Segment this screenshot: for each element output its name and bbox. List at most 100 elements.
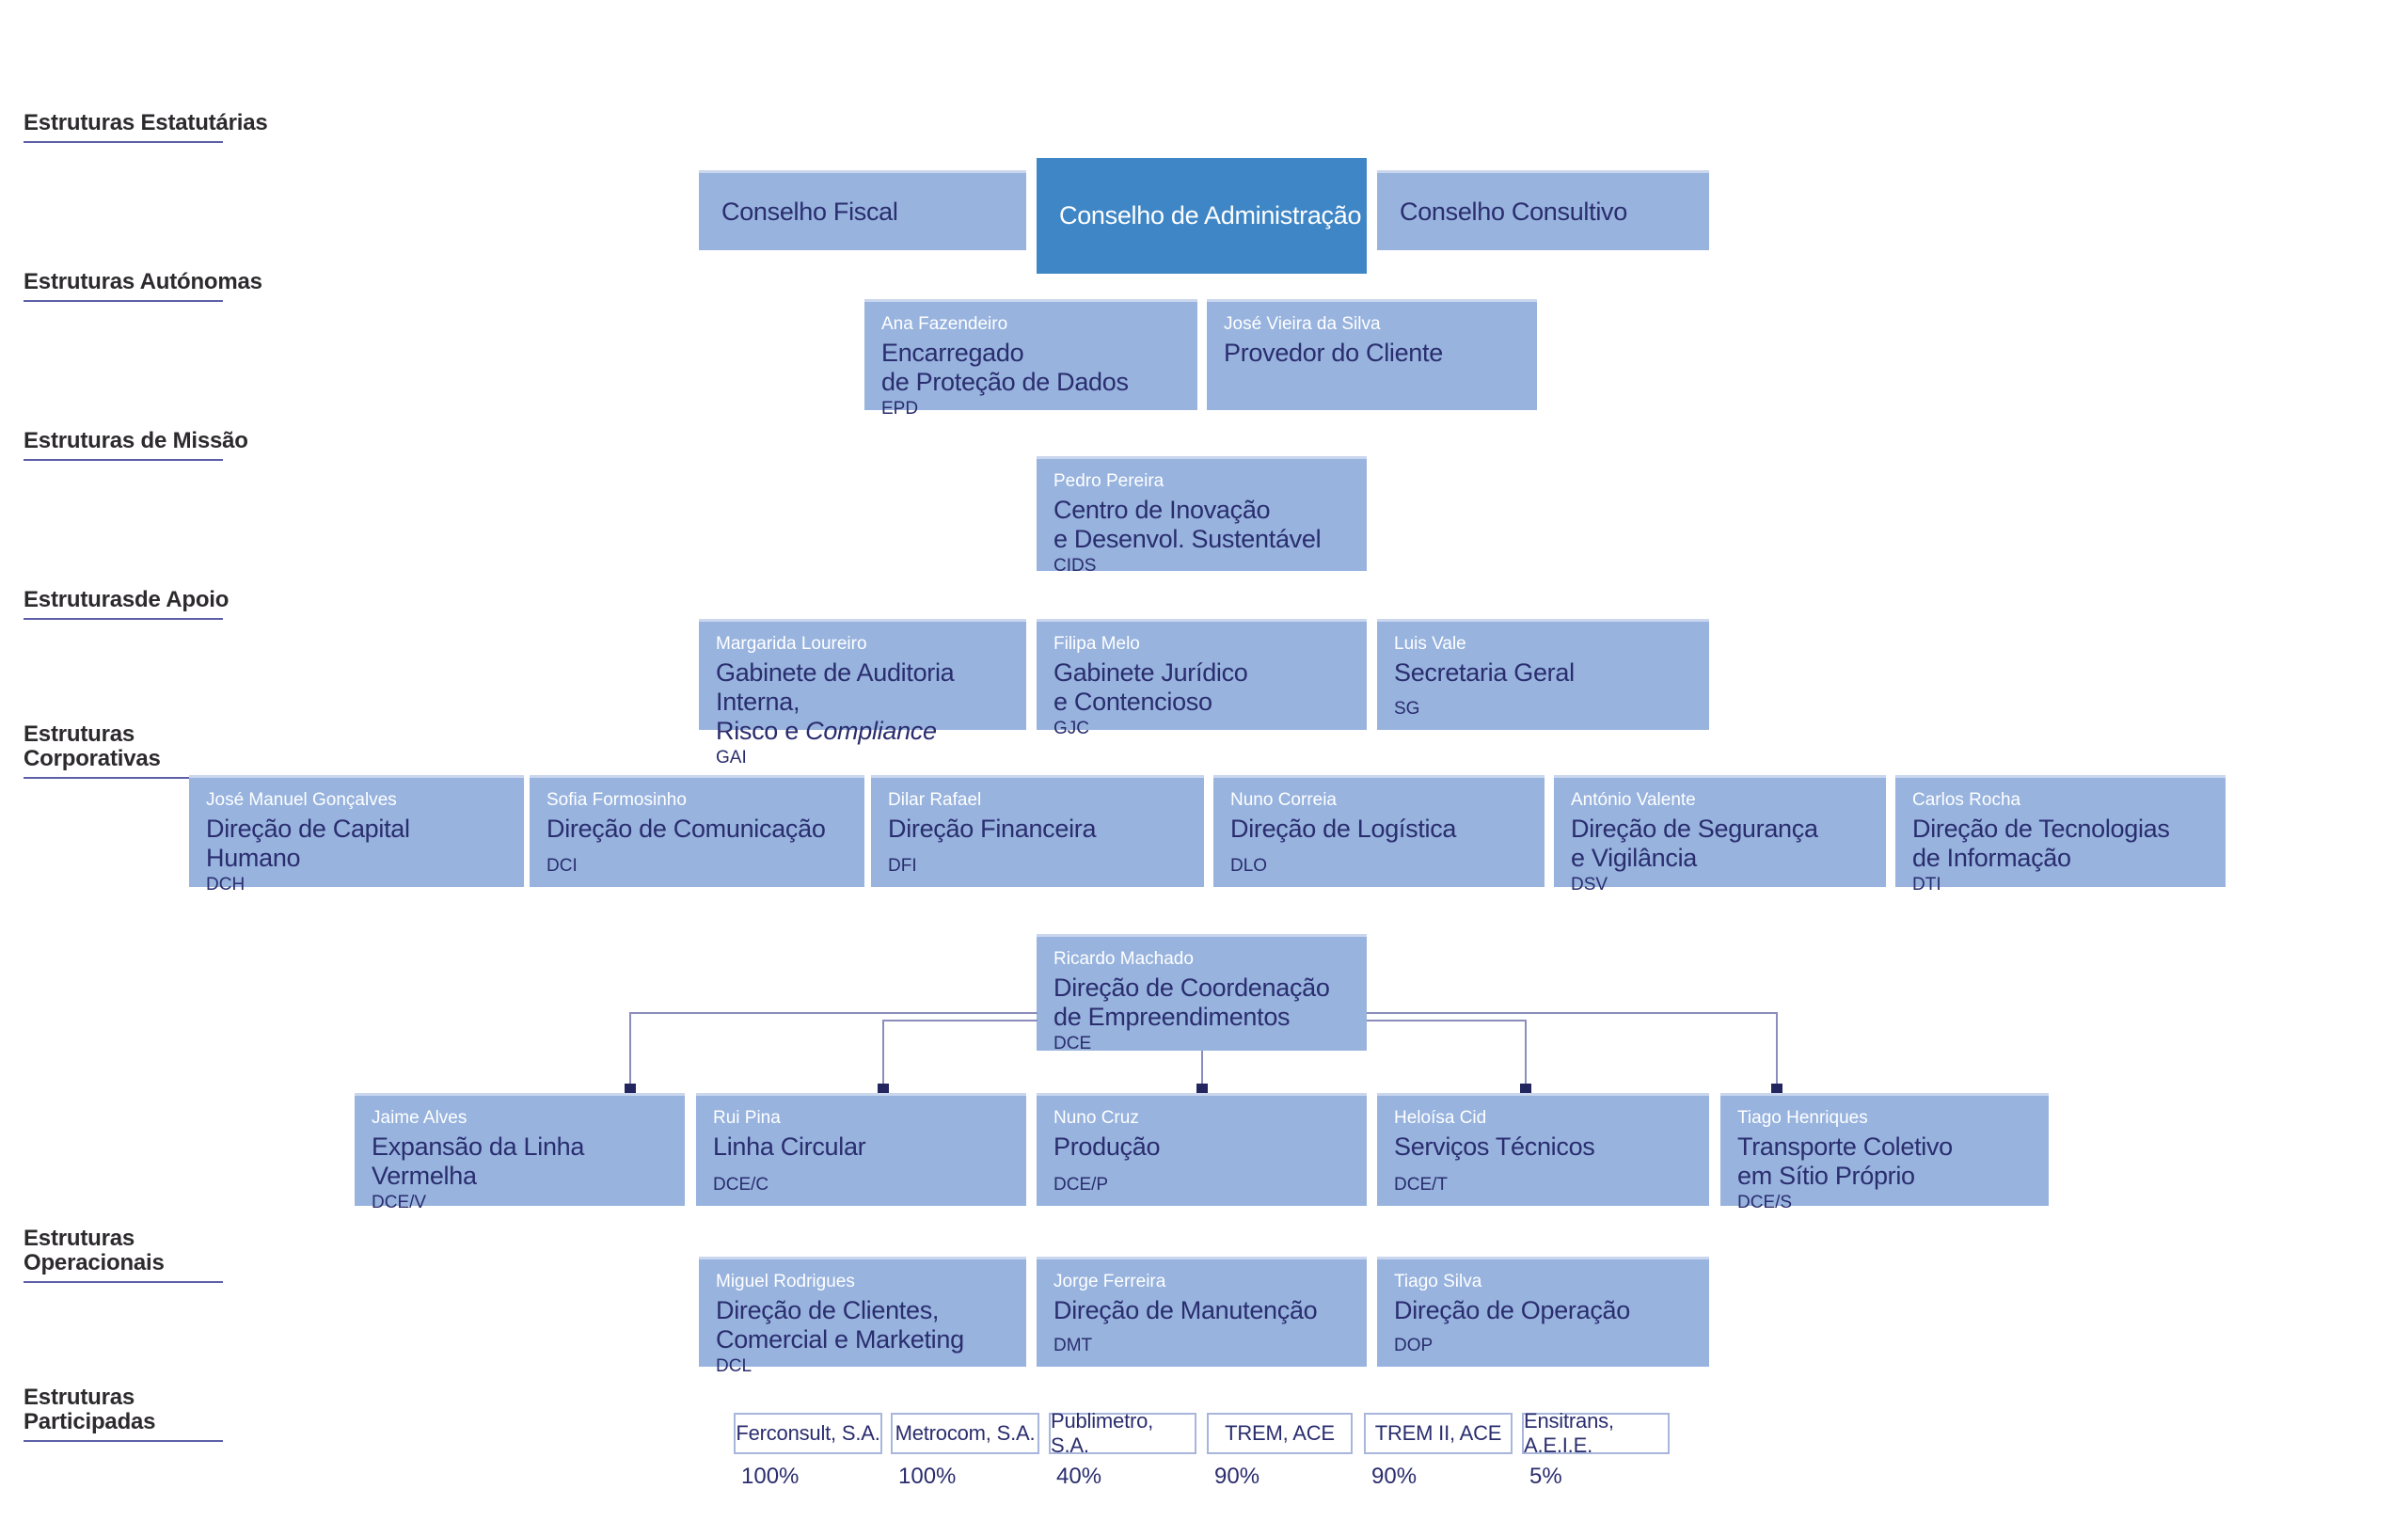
unit-title: Gabinete de Auditoria Interna, Risco e C… <box>716 658 1011 746</box>
section-label-text: Estruturasde Apoio <box>24 587 230 612</box>
connector-marker <box>625 1084 636 1095</box>
box-dch: José Manuel Gonçalves Direção de Capital… <box>189 775 524 895</box>
unit-code: CIDS <box>1054 556 1097 576</box>
box-conselho-administracao: Conselho de Administração <box>1037 158 1367 274</box>
unit-title-text: Gabinete de Auditoria Interna, Risco e <box>716 658 955 745</box>
box-dce-s: Tiago Henriques Transporte Coletivo em S… <box>1720 1093 2049 1212</box>
unit-title: Direção de Segurança e Vigilância <box>1571 815 1818 872</box>
box-gai: Margarida Loureiro Gabinete de Auditoria… <box>699 619 1026 768</box>
section-underline <box>24 618 223 620</box>
unit-title: Direção de Manutenção <box>1054 1296 1318 1324</box>
unit-code: DCE/T <box>1394 1175 1448 1195</box>
unit-title: Direção de Logística <box>1230 815 1457 843</box>
unit-title: Transporte Coletivo em Sítio Próprio <box>1737 1132 1953 1190</box>
section-label-text: Estruturas de Missão <box>24 428 248 453</box>
box-trem: TREM, ACE <box>1207 1413 1353 1454</box>
connector-line <box>1367 1012 1778 1014</box>
section-underline <box>24 1281 223 1283</box>
unit-code: DCL <box>716 1356 752 1376</box>
section-label-mission: Estruturas de Missão <box>24 429 268 461</box>
section-label-support: Estruturasde Apoio <box>24 588 268 620</box>
unit-title: Direção Financeira <box>888 815 1097 843</box>
unit-title: Direção de Clientes, Comercial e Marketi… <box>716 1296 964 1354</box>
share-percentage: 40% <box>1056 1464 1102 1489</box>
unit-title: Direção de Capital Humano <box>206 815 410 872</box>
person-name: Jaime Alves <box>372 1108 467 1128</box>
unit-title: Secretaria Geral <box>1394 658 1575 687</box>
connector-line <box>1201 1051 1203 1093</box>
person-name: Rui Pina <box>713 1108 781 1128</box>
unit-title: Direção de Operação <box>1394 1296 1630 1324</box>
unit-code: GJC <box>1054 719 1089 738</box>
section-label-text: Estruturas Participadas <box>24 1385 156 1434</box>
share-percentage: 100% <box>741 1464 800 1489</box>
section-label-text: Estruturas Autónomas <box>24 269 262 294</box>
person-name: Tiago Henriques <box>1737 1108 1868 1128</box>
company-name: Metrocom, S.A. <box>895 1421 1036 1445</box>
connector-line <box>1525 1020 1527 1093</box>
person-name: António Valente <box>1571 790 1696 810</box>
box-metrocom: Metrocom, S.A. <box>891 1413 1039 1454</box>
box-gjc: Filipa Melo Gabinete Jurídico e Contenci… <box>1037 619 1367 738</box>
box-dce-p: Nuno Cruz Produção DCE/P <box>1037 1093 1367 1206</box>
unit-code: DCI <box>547 856 578 876</box>
share-percentage: 90% <box>1371 1464 1418 1489</box>
section-label-statutory: Estruturas Estatutárias <box>24 111 268 143</box>
box-dce-v: Jaime Alves Expansão da Linha Vermelha D… <box>355 1093 685 1212</box>
connector-marker <box>1771 1084 1782 1095</box>
connector-marker <box>1196 1084 1208 1095</box>
unit-code: GAI <box>716 748 747 768</box>
connector-line <box>629 1012 631 1093</box>
unit-code: EPD <box>881 399 919 419</box>
box-dti: Carlos Rocha Direção de Tecnologias de I… <box>1895 775 2226 895</box>
unit-title: Centro de Inovação e Desenvol. Sustentáv… <box>1054 496 1322 553</box>
unit-code: SG <box>1394 699 1420 719</box>
unit-title: Direção de Coordenação de Empreendimento… <box>1054 974 1330 1031</box>
unit-title: Gabinete Jurídico e Contencioso <box>1054 658 1248 716</box>
box-dfi: Dilar Rafael Direção Financeira DFI <box>871 775 1204 887</box>
box-ensitrans: Ensitrans, A.E.I.E. <box>1522 1409 1670 1457</box>
box-dci: Sofia Formosinho Direção de Comunicação … <box>530 775 864 887</box>
person-name: Ana Fazendeiro <box>881 314 1008 334</box>
section-label-text: Estruturas Corporativas <box>24 721 161 771</box>
connector-line <box>1776 1012 1778 1093</box>
person-name: Nuno Cruz <box>1054 1108 1139 1128</box>
person-name: Luis Vale <box>1394 634 1466 654</box>
section-underline <box>24 777 223 779</box>
company-name: TREM II, ACE <box>1374 1421 1502 1445</box>
unit-title: Conselho Consultivo <box>1400 197 1627 226</box>
section-underline <box>24 459 223 461</box>
unit-code: DCE <box>1054 1034 1092 1053</box>
unit-title: Provedor do Cliente <box>1224 339 1443 367</box>
box-publimetro: Publimetro, S.A. <box>1049 1409 1196 1457</box>
unit-code: DMT <box>1054 1336 1093 1355</box>
box-dce: Ricardo Machado Direção de Coordenação d… <box>1037 934 1367 1053</box>
unit-title: Encarregado de Proteção de Dados <box>881 339 1129 396</box>
box-epd: Ana Fazendeiro Encarregado de Proteção d… <box>864 299 1197 419</box>
section-underline <box>24 141 223 143</box>
connector-marker <box>1520 1084 1531 1095</box>
box-dmt: Jorge Ferreira Direção de Manutenção DMT <box>1037 1257 1367 1367</box>
person-name: José Vieira da Silva <box>1224 314 1381 334</box>
box-provedor-cliente: José Vieira da Silva Provedor do Cliente <box>1207 299 1537 410</box>
box-sg: Luis Vale Secretaria Geral SG <box>1377 619 1709 730</box>
connector-line <box>629 1012 1038 1014</box>
box-dlo: Nuno Correia Direção de Logística DLO <box>1213 775 1545 887</box>
section-underline <box>24 300 223 302</box>
section-underline <box>24 1440 223 1442</box>
section-label-participated: Estruturas Participadas <box>24 1386 268 1442</box>
connector-line <box>882 1020 1038 1021</box>
connector-line <box>1367 1020 1527 1021</box>
unit-code: DCH <box>206 875 246 895</box>
unit-code: DCE/S <box>1737 1193 1793 1212</box>
unit-title: Linha Circular <box>713 1132 866 1161</box>
company-name: Ferconsult, S.A. <box>736 1421 880 1445</box>
unit-title: Serviços Técnicos <box>1394 1132 1595 1161</box>
unit-title: Conselho de Administração <box>1059 201 1362 230</box>
person-name: Miguel Rodrigues <box>716 1272 855 1291</box>
connector-marker <box>878 1084 889 1095</box>
unit-code: DCE/V <box>372 1193 427 1212</box>
person-name: Heloísa Cid <box>1394 1108 1487 1128</box>
unit-title: Direção de Tecnologias de Informação <box>1912 815 2170 872</box>
